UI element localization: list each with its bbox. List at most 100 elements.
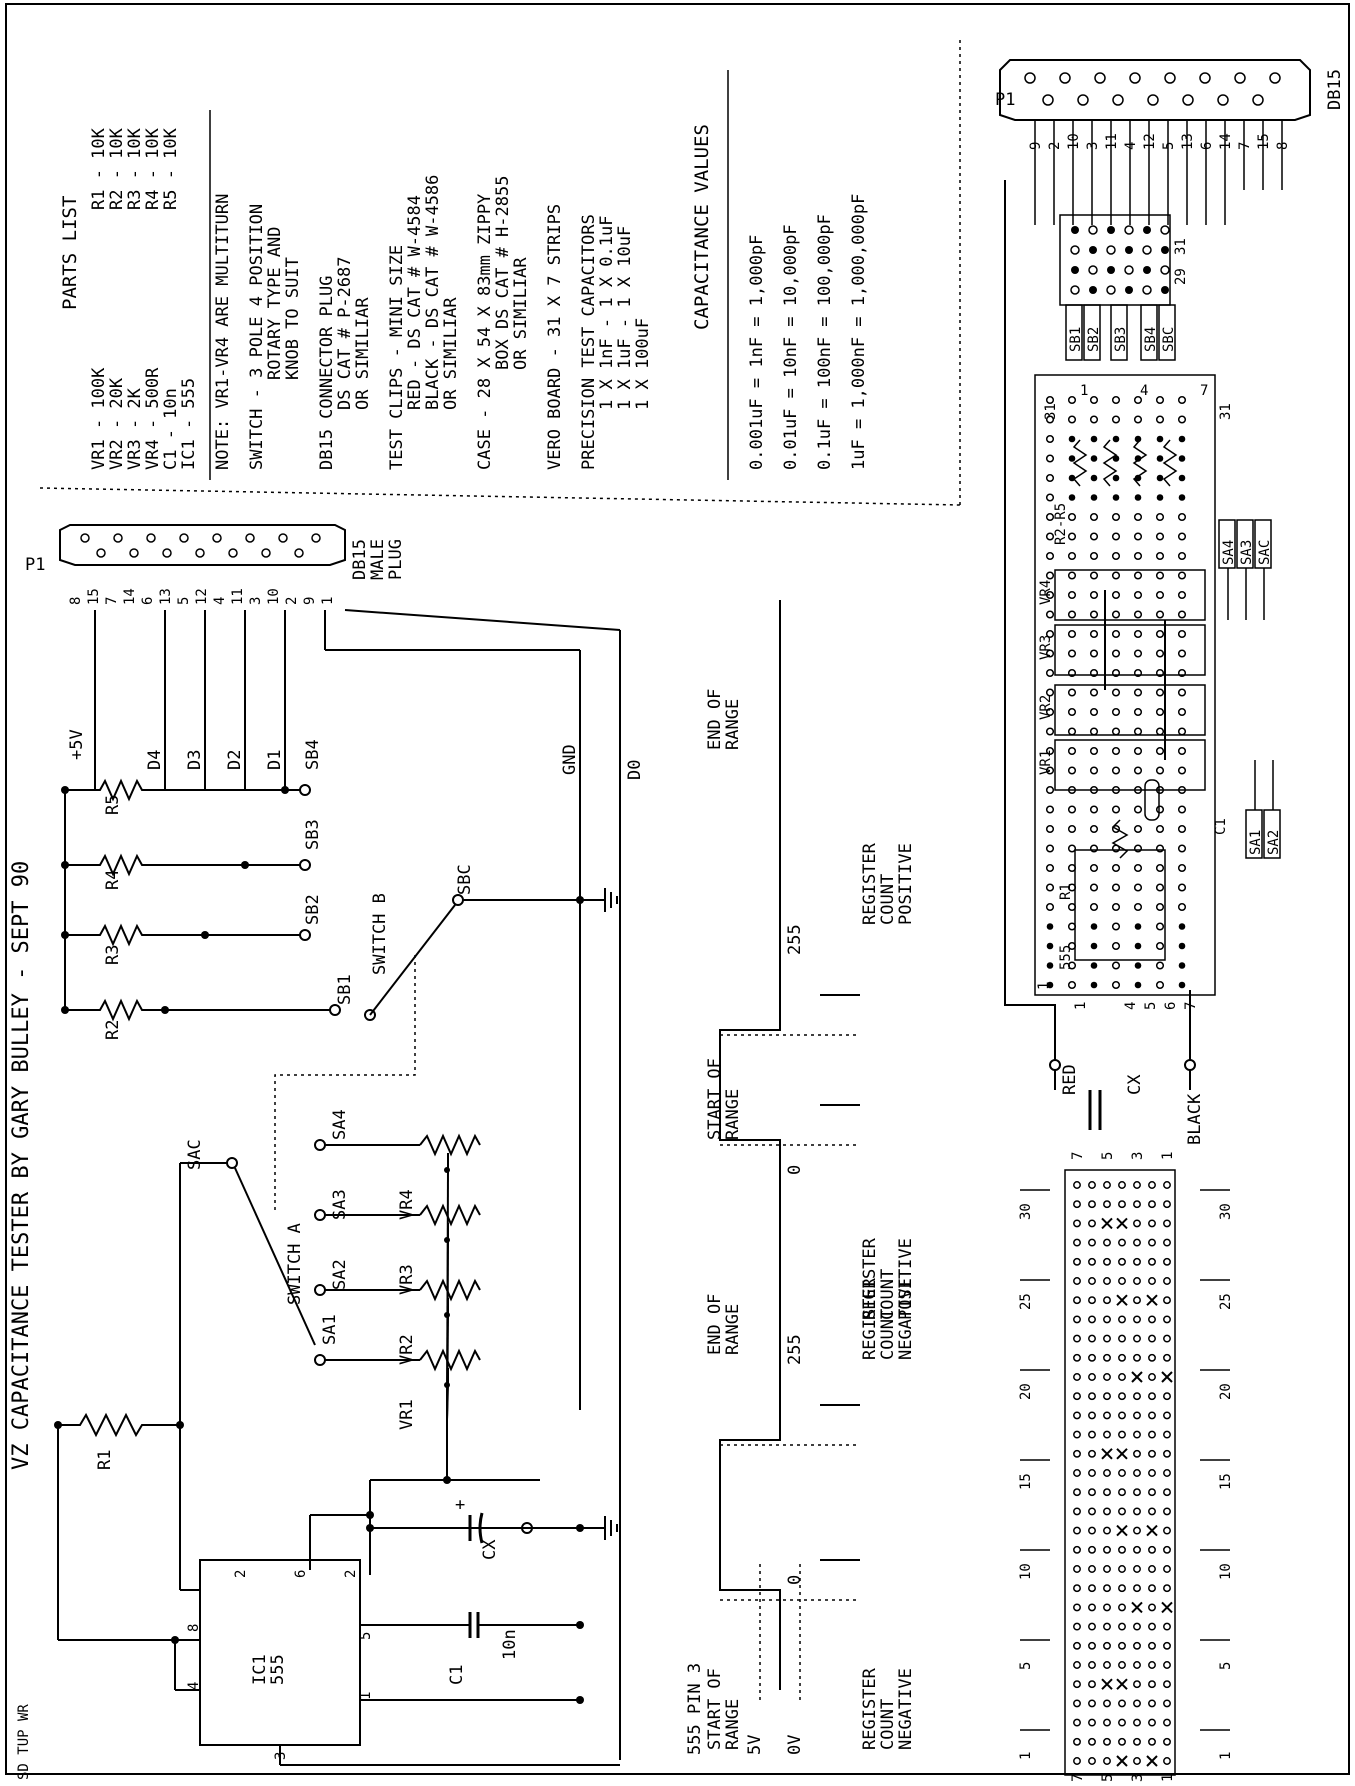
row-number: 4 [1123,1002,1139,1010]
data-line-label: D4 [145,750,165,770]
ic-outline [1074,849,1166,961]
pin-number-group: 7 [1237,142,1253,150]
strip-hole [1073,1545,1081,1554]
switch-a-contact: SA1 [320,1314,340,1345]
strip-hole [1163,1277,1171,1285]
column-mark-group: 5 [1218,1662,1234,1670]
strip-hole [1163,1238,1171,1247]
strip-hole [1088,1373,1096,1381]
column-mark: 5 [1218,1662,1234,1670]
strip-hole [1103,1296,1111,1305]
board-hole [1089,571,1099,580]
board-hole [1177,844,1187,853]
board-label: VR1 [1038,750,1054,775]
switch-tag-label-group: SB4 [1143,327,1159,352]
strip-hole [1118,1257,1126,1266]
parts-note: BLACK - DS CAT # W-4586 [423,175,443,410]
parts-note: SWITCH - 3 POLE 4 POSITION [247,204,267,470]
board-hole [1112,435,1120,443]
pin-number: 13 [158,588,174,605]
strip-hole [1073,1680,1081,1689]
switch-tag [1254,519,1272,569]
strip-cut [1116,1448,1128,1460]
strip-hole [1163,1315,1171,1324]
part-row: VR2 - 20K [107,377,127,470]
column-mark: 20 [1218,1383,1234,1400]
header-pin [1124,225,1134,235]
board-hole [1111,590,1121,600]
register-positive-group: POSITIVE [896,843,916,925]
board-hole [1067,707,1077,717]
pin-number-group: 15 [86,588,102,605]
pin-number: 10 [1066,133,1082,150]
column-mark: 5 [1018,1662,1034,1670]
strip-hole [1103,1353,1111,1362]
parts-note: DS CAT # P-2687 [335,256,355,410]
strip-cut [1146,1294,1158,1306]
switch-a-contact: SA2 [330,1259,350,1290]
strip-hole [1073,1469,1081,1477]
db15-sub: MALE [368,539,388,580]
db15-pin [1077,94,1089,106]
row-label: 5 [1100,1774,1116,1782]
db15-right-label: DB15 [1325,69,1345,110]
parts-note: KNOB TO SUIT [283,257,303,380]
red-clip[interactable] [1049,1059,1061,1071]
part-row: IC1 - 555 [179,378,199,470]
board-hole [1155,941,1165,951]
strip-hole [1088,1661,1096,1669]
vero-board [1034,374,1216,996]
board-hole [1089,902,1099,912]
pin-number-group: 6 [1199,142,1215,150]
switch-tag [1236,519,1254,569]
part-row: R3 - 10K [125,127,145,210]
strip-hole [1148,1449,1156,1458]
pot-outline [1054,739,1206,791]
register-positive: COUNT [878,1269,898,1320]
switch-tag-label-group: SB3 [1113,327,1129,352]
parts-note: BOX DS CAT # H-2855 [493,176,513,370]
strip-cut [1116,1217,1128,1230]
strip-hole [1088,1430,1096,1439]
switch-tag-label-group: SA2 [1266,830,1282,855]
parts-list: PARTS LIST VR1 - 100K VR2 - 20K VR3 - 2K… [59,70,869,480]
switch-tag-label-group: SB1 [1068,327,1084,352]
strip-hole [1163,1334,1171,1343]
strip-hole [1073,1334,1081,1343]
strip-hole [1103,1373,1111,1381]
board-hole [1133,746,1143,756]
register-negative-group: COUNT [878,1699,898,1750]
board-hole [1177,688,1187,697]
board-hole [1089,551,1099,561]
switch-tag [1065,304,1083,361]
part-row: C1 - 10n [161,388,181,470]
wire-d0 [344,609,621,631]
strip-hole [1073,1699,1081,1708]
strip-number: 7 [1200,383,1208,399]
cx-test-label: CX [1125,1074,1145,1095]
board-hole [1133,824,1143,834]
board-hole [1089,766,1099,775]
strip-hole [1163,1392,1171,1401]
board-label: C1 [1213,818,1229,835]
db15-pin [294,548,304,558]
strip-hole [1073,1200,1081,1209]
board-hole [1134,455,1142,462]
board-hole [1045,649,1055,658]
strip-hole [1103,1641,1111,1650]
strip-number: 4 [1140,383,1148,399]
strip-hole [1133,1641,1141,1650]
board-hole [1045,746,1055,756]
strip-hole [1073,1181,1081,1189]
pin-number: 3 [248,597,264,605]
row-label: 7 [1070,1152,1086,1160]
strip-hole [1118,1277,1126,1285]
db15-pin [146,533,156,543]
junction [444,1167,450,1173]
count-max: 255 [785,1334,805,1365]
ic-pin: 2 [343,1570,359,1578]
board-hole [1111,805,1121,814]
db15-pin [1182,94,1194,106]
parts-note: OR SIMILIAR [511,257,531,370]
black-clip[interactable] [1184,1059,1196,1071]
